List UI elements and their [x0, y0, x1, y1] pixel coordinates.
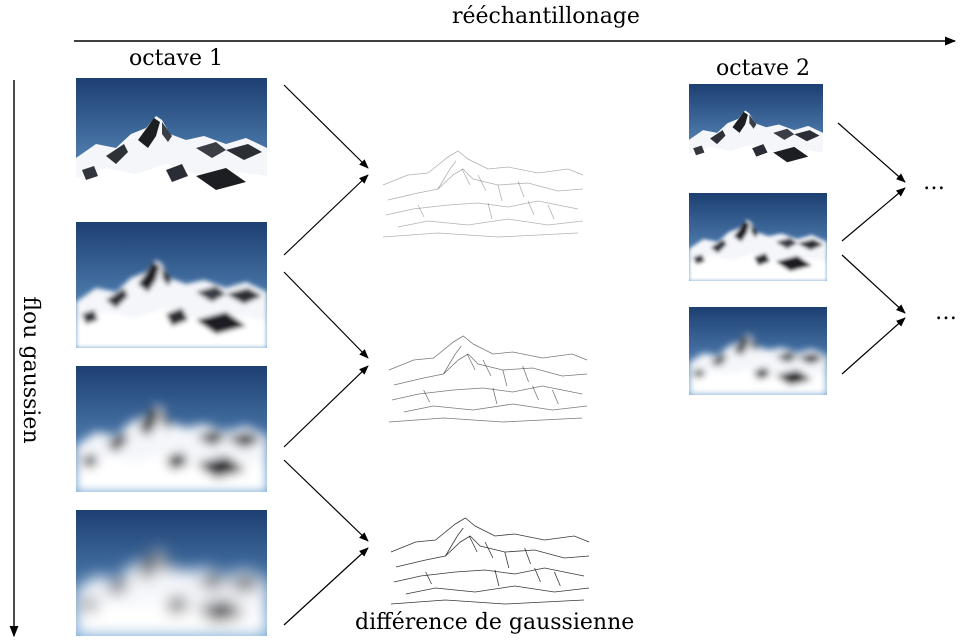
octave2-image-2	[689, 193, 827, 281]
arrow-o1-3-to-dog3	[283, 459, 369, 542]
octave1-image-2	[76, 222, 267, 348]
octave1-label: octave 1	[129, 46, 223, 71]
arrow-o1-3-to-dog2	[283, 365, 369, 448]
arrow-o2-2-to-next2	[841, 254, 906, 314]
dog-label: différence de gaussienne	[355, 610, 635, 635]
octave2-image-3	[689, 307, 827, 395]
dog-image-3	[386, 512, 594, 612]
octave1-image-4	[76, 510, 267, 636]
resample-label: rééchantillonage	[452, 4, 640, 29]
octave1-image-1	[76, 78, 267, 204]
dog-image-2	[384, 330, 592, 430]
arrow-o1-2-to-dog1	[283, 174, 369, 256]
octave1-image-3	[76, 366, 267, 492]
continuation-dots-1: …	[923, 170, 948, 195]
blur-label: flou gaussien	[18, 296, 43, 444]
arrow-o2-3-to-next2	[841, 317, 906, 375]
arrow-o2-2-to-next	[841, 187, 906, 242]
octave2-image-1	[689, 84, 823, 172]
arrow-o2-1-to-next	[837, 122, 906, 183]
arrow-o1-2-to-dog2	[283, 271, 369, 359]
arrow-o1-1-to-dog1	[283, 84, 369, 169]
continuation-dots-2: …	[935, 300, 960, 325]
dog-image-1	[378, 145, 588, 245]
octave2-label: octave 2	[716, 56, 810, 81]
arrow-o1-4-to-dog3	[283, 547, 369, 626]
